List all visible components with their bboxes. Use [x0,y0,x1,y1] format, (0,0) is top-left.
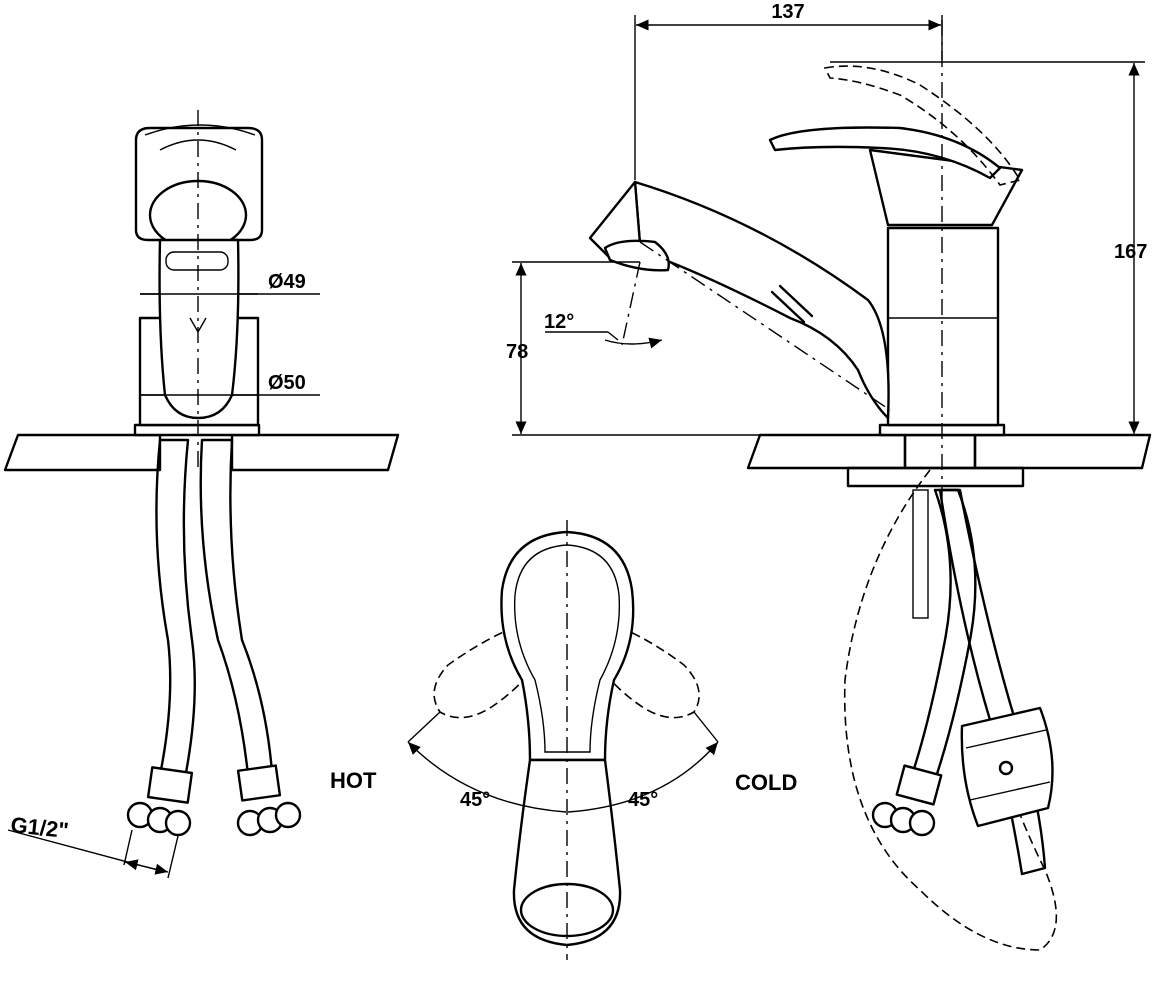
front-aerator [165,251,229,271]
side-handle [768,126,1002,180]
side-nut [871,801,936,837]
side-handle-raised [823,65,1022,186]
side-spout-head [603,239,670,272]
countertop-right-right [973,433,1152,470]
top-view [407,520,719,960]
side-cartridge [868,148,1024,227]
dim-diameter-49: Ø49 [268,271,306,293]
countertop-right [746,433,907,470]
pullout-hose [843,469,1058,951]
dim-spout-angle: 12° [544,311,574,333]
hot-label: HOT [330,768,377,793]
side-hose-right [938,488,1047,876]
side-mount-plate [846,466,1025,488]
side-body [886,226,1000,427]
dim-thread: G1/2" [9,812,69,843]
side-spout [633,180,890,420]
cold-angle: 45° [628,789,658,811]
side-view [512,15,1152,951]
front-base-plate [133,423,261,437]
dim-diameter-50: Ø50 [268,372,306,394]
front-nut-left [126,801,192,837]
dim-spout-height-78: 78 [506,341,528,363]
front-view [3,110,400,879]
front-hose-left [155,438,196,780]
cold-label: COLD [735,770,797,795]
dim-height-167: 167 [1114,241,1147,263]
countertop-left [3,433,162,472]
front-nut-right [236,801,302,837]
dim-width-137: 137 [771,1,804,23]
front-hose-right [199,438,274,777]
countertop-left-right [230,433,400,472]
hot-angle: 45° [460,789,490,811]
